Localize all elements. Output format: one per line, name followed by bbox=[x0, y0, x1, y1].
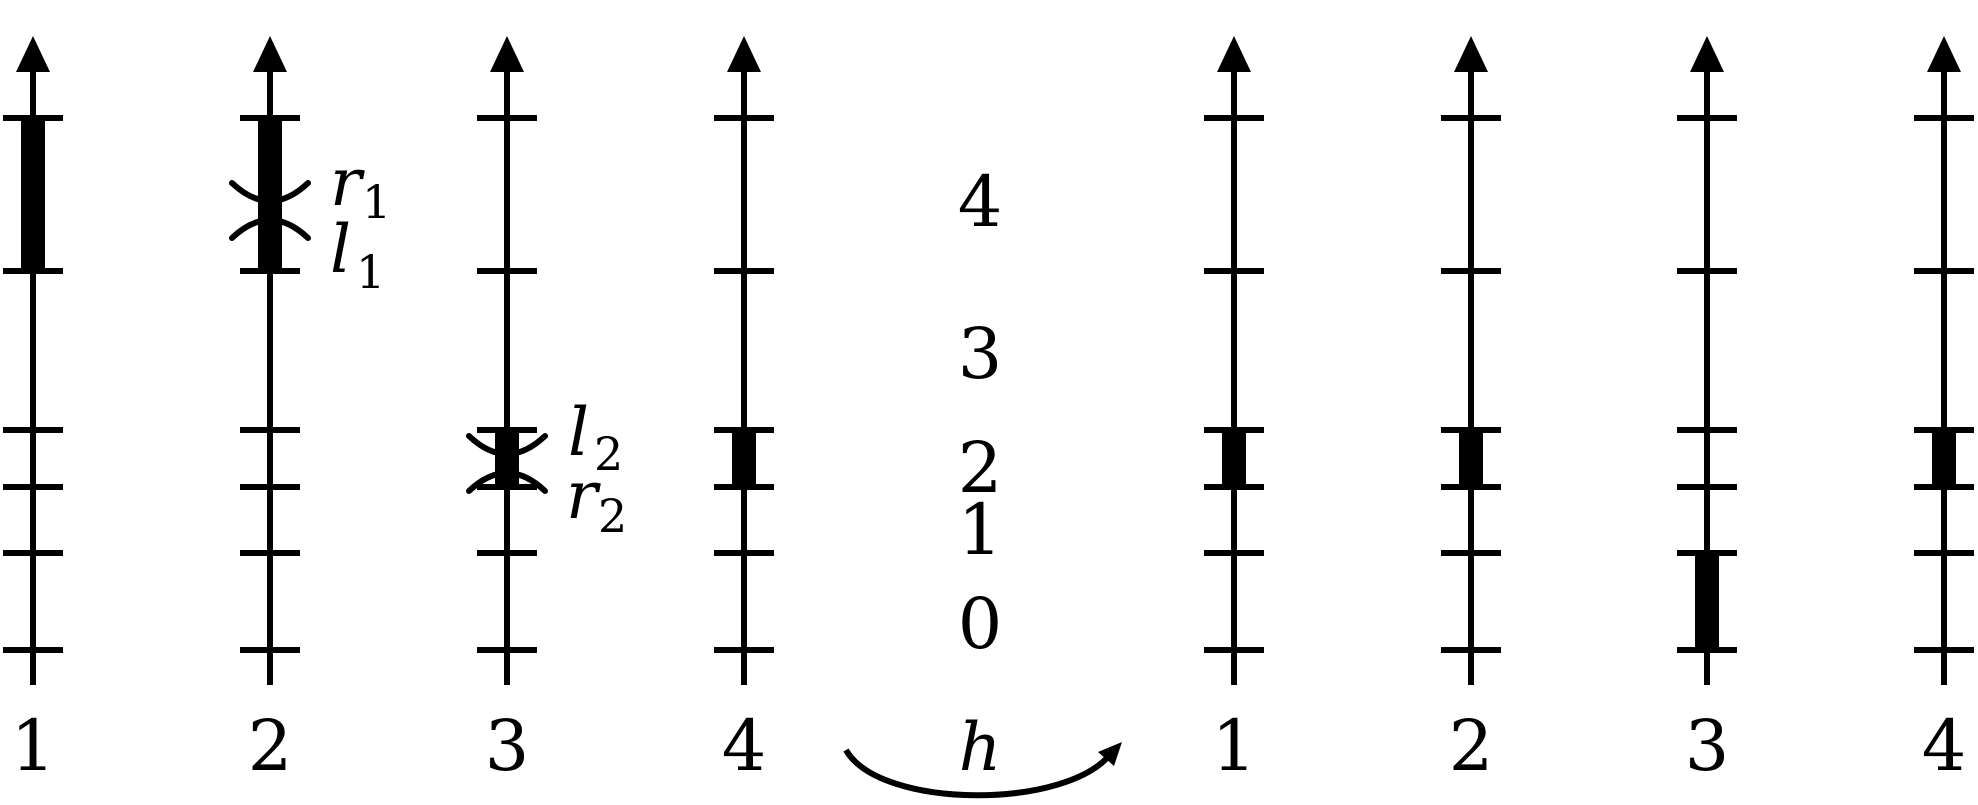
left-axis-arrowhead-2 bbox=[253, 36, 287, 72]
left-interval-bar-4-0 bbox=[732, 430, 756, 487]
right-axis-arrowhead-1 bbox=[1217, 36, 1251, 72]
cut-label-r2: r 2 bbox=[566, 457, 627, 543]
svg-text:r: r bbox=[330, 144, 365, 221]
right-column-label-4: 4 bbox=[1922, 705, 1967, 787]
left-axis-arrowhead-1 bbox=[16, 36, 50, 72]
map-arrow bbox=[843, 748, 1115, 799]
right-column-label-1: 1 bbox=[1212, 705, 1257, 787]
right-axis-arrowhead-2 bbox=[1454, 36, 1488, 72]
cut-label-l1: l 1 bbox=[330, 211, 385, 299]
level-label-1: 1 bbox=[958, 489, 1003, 571]
right-column-label-2: 2 bbox=[1449, 705, 1494, 787]
map-arrowhead bbox=[1098, 742, 1122, 766]
left-column-label-2: 2 bbox=[248, 705, 293, 787]
svg-text:l: l bbox=[330, 211, 351, 288]
left-interval-bar-3-0 bbox=[495, 430, 519, 487]
cut-label-r1: r 1 bbox=[330, 144, 391, 229]
right-axis-arrowhead-4 bbox=[1927, 36, 1961, 72]
right-column-label-3: 3 bbox=[1685, 705, 1730, 787]
map-label-h: h bbox=[959, 709, 1002, 786]
svg-text:1: 1 bbox=[362, 175, 391, 229]
right-axis-arrowhead-3 bbox=[1690, 36, 1724, 72]
left-axis-arrowhead-3 bbox=[490, 36, 524, 72]
left-column-label-1: 1 bbox=[11, 705, 56, 787]
bars-layer bbox=[21, 118, 1956, 650]
cut-label-l2: l 2 bbox=[568, 394, 623, 481]
cut-mark-l2 bbox=[466, 433, 548, 457]
left-interval-bar-2-0 bbox=[258, 118, 282, 271]
svg-text:2: 2 bbox=[594, 427, 623, 481]
right-interval-bar-3-0 bbox=[1695, 553, 1719, 650]
right-interval-bar-4-0 bbox=[1932, 430, 1956, 487]
left-column-label-3: 3 bbox=[485, 705, 530, 787]
level-label-4: 4 bbox=[958, 161, 1003, 243]
cuts-layer bbox=[229, 180, 548, 494]
cut-mark-r2 bbox=[466, 470, 548, 494]
level-label-2: 2 bbox=[958, 427, 1003, 509]
svg-text:1: 1 bbox=[356, 245, 385, 299]
axes-layer bbox=[3, 36, 1974, 685]
left-axis-arrowhead-4 bbox=[727, 36, 761, 72]
level-label-0: 0 bbox=[958, 583, 1003, 665]
left-interval-bar-1-0 bbox=[21, 118, 45, 271]
svg-text:r: r bbox=[566, 457, 601, 534]
level-label-3: 3 bbox=[958, 313, 1003, 395]
right-interval-bar-2-0 bbox=[1459, 430, 1483, 487]
right-interval-bar-1-0 bbox=[1222, 430, 1246, 487]
svg-text:l: l bbox=[568, 394, 589, 471]
left-column-label-4: 4 bbox=[722, 705, 767, 787]
cut-mark-l1 bbox=[229, 217, 311, 241]
svg-text:2: 2 bbox=[598, 489, 627, 543]
cut-mark-r1 bbox=[229, 180, 311, 204]
